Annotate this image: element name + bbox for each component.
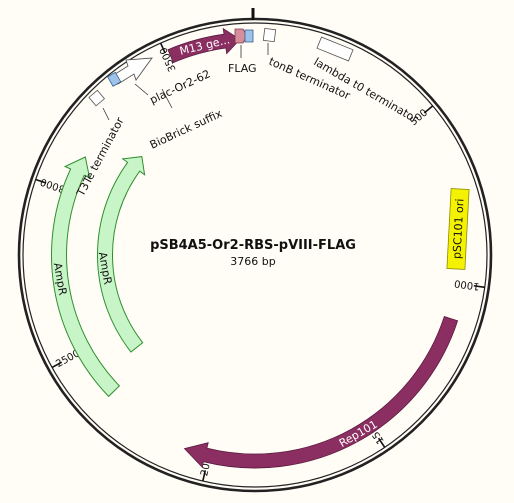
tick-mark (473, 284, 485, 289)
m13-gene-arrow[interactable] (167, 27, 241, 64)
ampr-inner-label: AmpR (96, 251, 115, 286)
rep101-arrow[interactable] (183, 315, 459, 469)
tick-mark (35, 178, 47, 184)
ampr-outer-label: AmpR (51, 262, 70, 297)
lambda-terminator-box[interactable] (316, 36, 354, 62)
plac-promoter-feature[interactable] (106, 57, 173, 109)
tick-label: 1000 (454, 277, 481, 291)
ampr-outer-arrow[interactable] (51, 156, 121, 398)
rbs-box[interactable] (244, 29, 254, 43)
tick-mark (159, 42, 166, 54)
lambda-terminator-feature[interactable] (316, 36, 354, 62)
flag-feature[interactable] (234, 28, 254, 58)
plasmid-name: pSB4A5-Or2-RBS-pVIII-FLAG (150, 238, 356, 253)
ampr-inner-arrow[interactable] (97, 156, 146, 353)
flag-label: FLAG (228, 62, 257, 75)
t3te-terminator-box[interactable] (88, 89, 106, 107)
plac-rbs-box[interactable] (106, 71, 122, 87)
backbone-inner-ring (22, 22, 488, 488)
t3te-leader-line (102, 107, 110, 121)
tick-mark (202, 470, 207, 482)
plasmid-length: 3766 bp (230, 255, 275, 268)
tick-mark (377, 437, 386, 448)
tonb-terminator-box[interactable] (262, 27, 277, 43)
t3te-terminator-feature[interactable] (88, 89, 110, 121)
plac-leader-line (134, 83, 149, 96)
backbone-outer-ring (17, 17, 493, 493)
tonb-terminator-feature[interactable] (262, 27, 277, 55)
psc101-ori-box[interactable] (446, 188, 470, 270)
biobrick-leader-line (161, 88, 173, 109)
psc101-ori-label: pSC101 ori (450, 198, 466, 259)
psc101-ori-feature[interactable]: pSC101 ori (446, 188, 470, 270)
tick-mark (423, 105, 434, 114)
tick-mark (51, 361, 63, 369)
